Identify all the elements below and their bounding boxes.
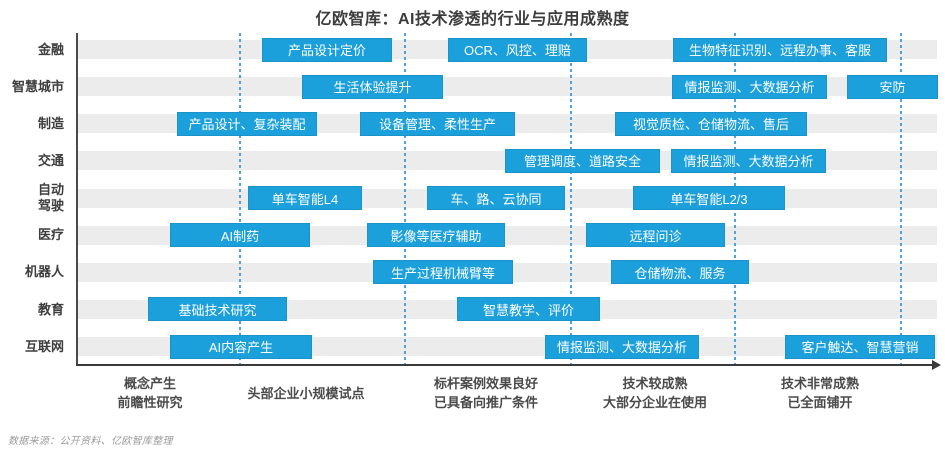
- row-label: 金融: [4, 34, 64, 66]
- stage-label-line: 标杆案例效果良好: [433, 376, 538, 392]
- app-bar-label: 情报监测、大数据分析: [684, 80, 815, 96]
- stage-label: 技术较成熟大部分企业在使用: [550, 374, 760, 414]
- row-label-line: 互联网: [24, 338, 64, 354]
- stage-label: 标杆案例效果良好已具备向推广条件: [381, 374, 591, 414]
- app-bar: 情报监测、大数据分析: [671, 148, 826, 173]
- app-bar-label: 远程问诊: [629, 228, 682, 244]
- source-note: 数据来源：公开资料、亿欧智库整理: [8, 436, 173, 447]
- stage-boundary-line: [239, 33, 241, 365]
- app-bar: 情报监测、大数据分析: [545, 334, 699, 359]
- app-bar: 管理调度、道路安全: [505, 148, 660, 173]
- row-label-line: 金融: [37, 41, 64, 57]
- stage-label-line: 概念产生: [123, 376, 176, 392]
- row-label: 自动驾驶: [4, 182, 64, 214]
- app-bar-label: 生物特征识别、远程办事、客服: [688, 43, 871, 58]
- app-bar-label: 设备管理、柔性生产: [378, 117, 496, 133]
- app-bar: 单车智能L4: [248, 186, 362, 210]
- app-bar-label: 管理调度、道路安全: [523, 154, 641, 170]
- stage-label: 头部企业小规模试点: [201, 374, 411, 414]
- row-label: 机器人: [4, 256, 64, 288]
- stage-label-line: 大部分企业在使用: [602, 395, 707, 410]
- app-bar-label: 生产过程机械臂等: [390, 265, 495, 281]
- app-bar: 产品设计、复杂装配: [177, 111, 317, 136]
- app-bar-label: 影像等医疗辅助: [390, 228, 482, 244]
- row-label: 制造: [4, 108, 64, 140]
- app-bar-label: 智慧教学、评价: [482, 302, 574, 318]
- app-bar-label: 产品设计定价: [287, 43, 366, 58]
- row-label-line: 驾驶: [37, 198, 64, 213]
- chart-title: 亿欧智库：AI技术渗透的行业与应用成熟度: [315, 11, 630, 28]
- app-bar-label: 单车智能L2/3: [670, 191, 748, 207]
- app-bar: 设备管理、柔性生产: [360, 111, 515, 136]
- row-label-line: 自动: [37, 182, 64, 198]
- app-bar: 情报监测、大数据分析: [672, 74, 827, 99]
- app-bar-label: 单车智能L4: [271, 191, 339, 207]
- stage-label: 技术非常成熟已全面铺开: [715, 374, 925, 414]
- app-bar: AI内容产生: [170, 334, 312, 359]
- app-bar-label: 情报监测、大数据分析: [683, 154, 814, 170]
- app-bar: 客户触达、智慧营销: [785, 334, 935, 359]
- app-bar: 视觉质检、仓储物流、售后: [615, 111, 807, 136]
- x-axis-arrow-icon: [932, 360, 941, 370]
- app-bar: 基础技术研究: [148, 297, 287, 322]
- app-bar: OCR、风控、理赔: [448, 37, 587, 62]
- app-bar-label: OCR、风控、理赔: [464, 43, 571, 58]
- row-label: 医疗: [4, 219, 64, 251]
- row-label: 互联网: [4, 331, 64, 363]
- stage-boundary-line: [570, 33, 572, 365]
- y-axis-line: [76, 33, 78, 366]
- app-bar: AI制药: [170, 223, 310, 248]
- stage-label-line: 前瞻性研究: [117, 395, 183, 410]
- x-axis-line: [76, 364, 934, 366]
- row-label-line: 教育: [37, 301, 64, 317]
- stage-label-line: 已具备向推广条件: [433, 395, 538, 410]
- app-bar: 生物特征识别、远程办事、客服: [673, 37, 887, 62]
- stage-label-line: 技术非常成熟: [780, 376, 859, 392]
- app-bar-label: 视觉质检、仓储物流、售后: [632, 117, 789, 133]
- row-label-line: 制造: [37, 115, 64, 131]
- row-label-line: 机器人: [24, 264, 64, 280]
- app-bar: 产品设计定价: [262, 37, 392, 62]
- app-bar-label: 安防: [879, 80, 906, 96]
- stage-label-line: 技术较成熟: [622, 376, 688, 392]
- app-bar-label: 生活体验提升: [333, 80, 412, 96]
- app-bar: 单车智能L2/3: [633, 186, 785, 210]
- stage-label-line: 已全面铺开: [787, 395, 853, 410]
- app-bar: 安防: [847, 74, 938, 99]
- stage-boundary-line: [900, 33, 902, 365]
- app-bar: 车、路、云协同: [427, 186, 565, 210]
- app-bar-label: 仓储物流、服务: [634, 265, 726, 281]
- app-bar: 远程问诊: [586, 223, 725, 248]
- app-bar-label: 产品设计、复杂装配: [188, 117, 306, 133]
- app-bar-label: AI内容产生: [208, 340, 274, 355]
- app-bar-label: 情报监测、大数据分析: [556, 340, 687, 355]
- app-bar-label: 客户触达、智慧营销: [801, 340, 919, 355]
- app-bar: 生活体验提升: [302, 74, 443, 99]
- app-bar: 生产过程机械臂等: [373, 260, 513, 285]
- app-bar: 智慧教学、评价: [457, 297, 600, 322]
- app-bar-label: 车、路、云协同: [450, 191, 542, 207]
- stage-label-line: 头部企业小规模试点: [247, 385, 365, 401]
- stage-label: 概念产生前瞻性研究: [45, 374, 255, 414]
- stage-boundary-line: [404, 33, 406, 365]
- row-label-line: 医疗: [37, 227, 64, 243]
- app-bar: 仓储物流、服务: [611, 260, 749, 285]
- app-bar-label: 基础技术研究: [178, 302, 257, 318]
- row-label: 智慧城市: [4, 71, 64, 103]
- row-label: 交通: [4, 145, 64, 177]
- app-bar: 影像等医疗辅助: [367, 223, 505, 248]
- row-label-line: 智慧城市: [11, 78, 64, 94]
- row-label-line: 交通: [37, 153, 64, 169]
- app-bar-label: AI制药: [220, 228, 260, 244]
- row-label: 教育: [4, 293, 64, 325]
